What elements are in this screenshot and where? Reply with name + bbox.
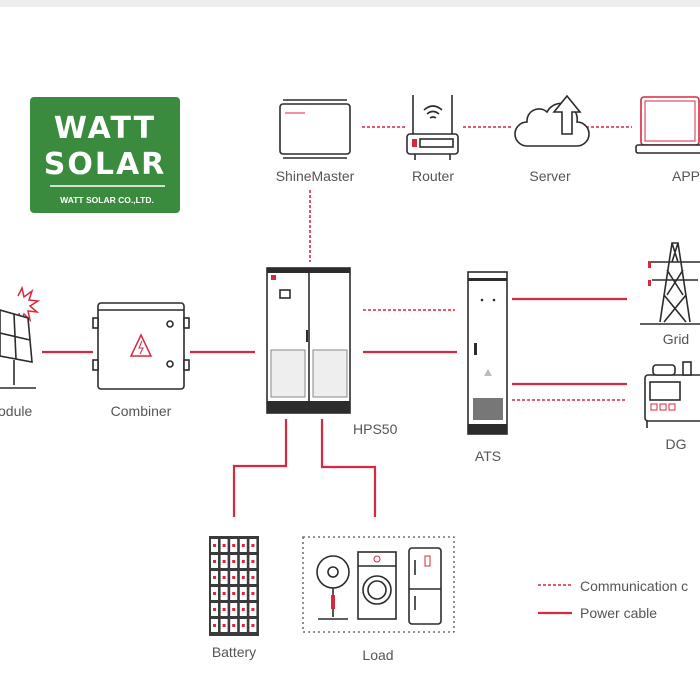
warning-icon <box>129 333 153 357</box>
label-shinemaster: ShineMaster <box>276 168 355 184</box>
power-hps-battery <box>232 419 288 517</box>
label-module: odule <box>0 403 32 419</box>
hps50-cabinet <box>266 267 351 414</box>
legend-power-label: Power cable <box>580 605 657 621</box>
logo-company: WATT SOLAR CO.,LTD. <box>60 195 154 205</box>
ats-cabinet <box>467 271 508 435</box>
solar-panel-icon <box>0 285 41 389</box>
combiner-box <box>92 302 190 390</box>
label-server: Server <box>529 168 571 184</box>
legend-communication-label: Communication c <box>580 578 688 594</box>
load-group <box>302 536 455 633</box>
washing-machine-icon <box>357 551 397 620</box>
battery-rack-icon <box>209 536 259 636</box>
logo-text-solar: SOLAR <box>44 147 167 182</box>
power-tower-icon <box>640 242 700 325</box>
generator-icon <box>644 361 700 428</box>
router-icon <box>406 95 459 160</box>
label-grid: Grid <box>663 331 689 347</box>
top-band <box>0 0 700 7</box>
label-router: Router <box>412 168 454 184</box>
logo-text-watt: WATT <box>54 111 156 146</box>
label-load: Load <box>362 647 393 663</box>
power-lines <box>42 297 627 615</box>
shinemaster-device <box>279 99 351 159</box>
communication-lines <box>309 126 632 586</box>
label-battery: Battery <box>212 644 256 660</box>
power-hps-load <box>320 419 377 517</box>
label-app: APP <box>672 168 700 184</box>
fan-icon <box>316 555 350 620</box>
label-dg: DG <box>666 436 687 452</box>
refrigerator-icon <box>408 547 442 625</box>
label-hps50: HPS50 <box>353 421 398 437</box>
watt-solar-logo: WATT SOLAR WATT SOLAR CO.,LTD. <box>30 97 180 213</box>
cloud-upload-icon <box>514 94 590 147</box>
laptop-icon <box>635 96 700 154</box>
label-combiner: Combiner <box>111 403 172 419</box>
label-ats: ATS <box>475 448 501 464</box>
